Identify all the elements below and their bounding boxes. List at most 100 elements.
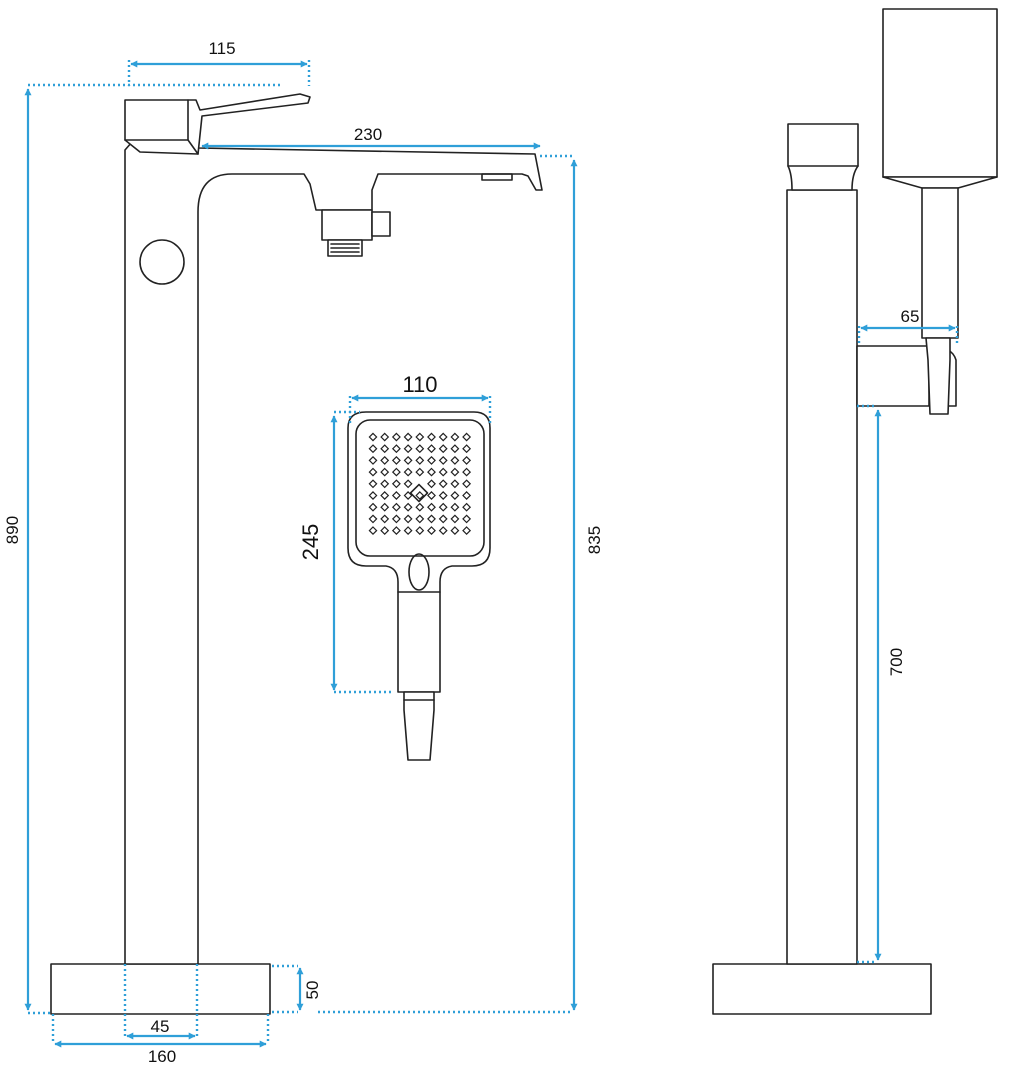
nozzle xyxy=(438,514,448,524)
hand-shower xyxy=(347,411,491,761)
nozzle xyxy=(427,455,436,465)
nozzle xyxy=(391,526,401,536)
nozzle xyxy=(462,432,472,442)
side-holder-block xyxy=(856,345,930,407)
nozzle xyxy=(462,502,472,512)
spray-face xyxy=(355,419,485,557)
nozzle-grid xyxy=(368,432,472,536)
nozzle xyxy=(450,514,460,524)
nozzle xyxy=(403,479,413,489)
nozzle xyxy=(462,455,472,465)
aerator-slot xyxy=(481,173,513,181)
nozzle xyxy=(380,467,390,477)
nozzle xyxy=(415,432,425,442)
dim-total-height: 890 xyxy=(3,516,22,544)
nozzle xyxy=(438,502,448,512)
hand-shower-body xyxy=(347,411,491,693)
nozzle xyxy=(403,526,413,536)
nozzle xyxy=(415,502,425,512)
lever-handle xyxy=(124,93,311,155)
nozzle xyxy=(368,491,378,500)
nozzle xyxy=(450,502,460,512)
nozzle xyxy=(438,455,448,465)
dim-handshower-width: 110 xyxy=(402,372,437,397)
nozzle xyxy=(391,502,401,512)
nozzle xyxy=(391,467,401,477)
nozzle xyxy=(450,444,460,454)
center-logo xyxy=(409,483,429,503)
nozzle xyxy=(462,444,472,454)
side-column xyxy=(786,189,858,965)
nozzle xyxy=(380,526,390,536)
side-handshower-tip xyxy=(925,337,951,415)
nozzle xyxy=(438,526,448,536)
nozzle xyxy=(403,432,413,442)
dim-spout-height: 835 xyxy=(585,526,604,554)
nozzle xyxy=(415,467,425,477)
dim-handshower-length: 245 xyxy=(298,524,323,561)
nozzle xyxy=(415,526,425,536)
nozzle xyxy=(450,467,460,477)
column-and-spout xyxy=(124,141,543,965)
nozzle xyxy=(391,455,401,465)
nozzle xyxy=(368,432,378,442)
nozzle xyxy=(450,455,460,465)
nozzle xyxy=(427,526,436,536)
nozzle xyxy=(462,467,472,477)
dim-holder-depth: 65 xyxy=(901,307,920,326)
nozzle xyxy=(427,444,436,454)
front-view-mixer xyxy=(50,93,543,1015)
nozzle xyxy=(368,502,378,512)
nozzle xyxy=(380,491,390,500)
nozzle xyxy=(462,479,472,489)
nozzle xyxy=(380,479,390,489)
spray-mode-button xyxy=(408,553,430,591)
nozzle xyxy=(415,491,425,500)
dim-lever-width: 115 xyxy=(208,39,235,58)
side-top-cap xyxy=(787,123,859,191)
nozzle xyxy=(403,502,413,512)
nozzle xyxy=(391,491,401,500)
nozzle xyxy=(438,432,448,442)
nozzle xyxy=(450,526,460,536)
hand-shower-tip xyxy=(403,691,435,761)
control-button xyxy=(139,239,185,285)
nozzle xyxy=(380,502,390,512)
dim-base-height: 50 xyxy=(303,981,322,1000)
nozzle xyxy=(462,514,472,524)
side-base xyxy=(712,963,932,1015)
side-handshower-handle xyxy=(921,187,959,339)
nozzle xyxy=(368,526,378,536)
nozzle xyxy=(427,502,436,512)
dim-spout-reach: 230 xyxy=(354,125,382,144)
nozzle xyxy=(368,514,378,524)
base-plinth xyxy=(50,963,271,1015)
nozzle xyxy=(415,444,425,454)
nozzle xyxy=(380,455,390,465)
nozzle xyxy=(403,455,413,465)
nozzle xyxy=(391,514,401,524)
nozzle xyxy=(391,479,401,489)
nozzle xyxy=(391,432,401,442)
nozzle xyxy=(450,432,460,442)
nozzle xyxy=(427,432,436,442)
nozzle xyxy=(427,491,436,500)
nozzle xyxy=(427,467,436,477)
nozzle xyxy=(368,467,378,477)
nozzle xyxy=(368,444,378,454)
nozzle xyxy=(438,467,448,477)
nozzle xyxy=(403,467,413,477)
nozzle xyxy=(380,432,390,442)
nozzle xyxy=(415,514,425,524)
nozzle xyxy=(427,479,436,489)
dimensions: 115 890 230 835 110 245 50 45 xyxy=(3,39,959,1066)
side-handshower-head xyxy=(882,8,998,178)
nozzle xyxy=(438,444,448,454)
nozzle xyxy=(380,514,390,524)
nozzle xyxy=(450,479,460,489)
nozzle xyxy=(462,491,472,500)
nozzle xyxy=(403,444,413,454)
nozzle xyxy=(368,479,378,489)
dim-column-width: 45 xyxy=(151,1017,170,1036)
